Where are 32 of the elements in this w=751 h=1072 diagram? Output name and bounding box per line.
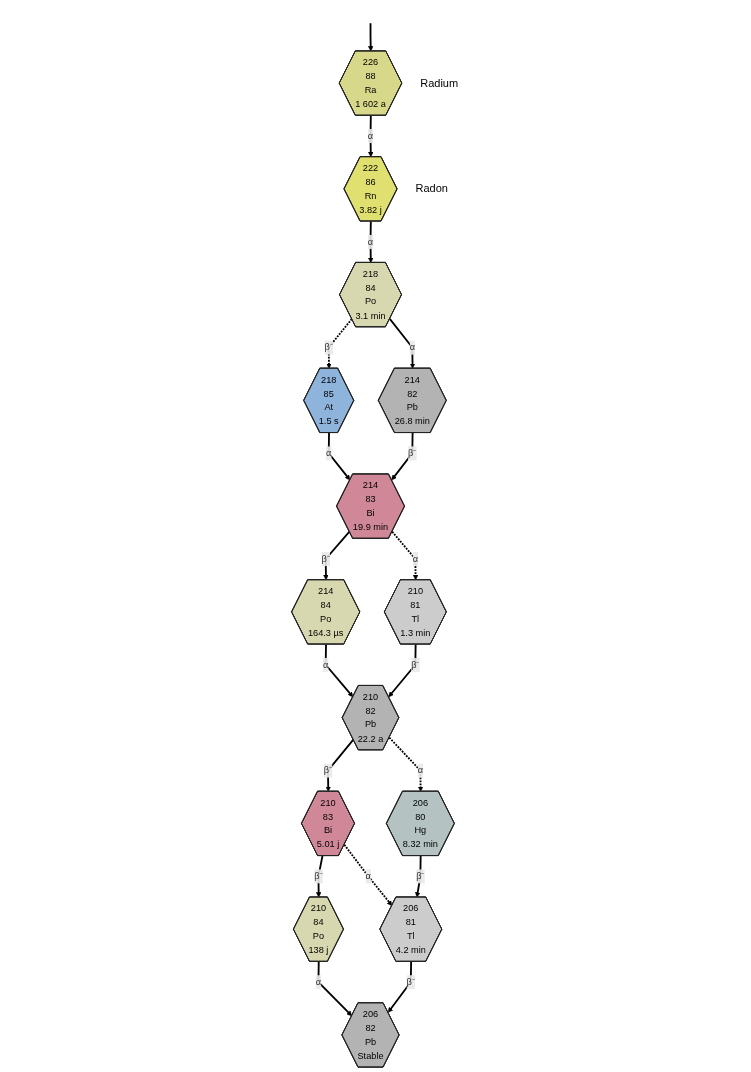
edge-label: β⁻: [323, 764, 333, 776]
edge-label: β⁻: [321, 553, 330, 564]
element-name: Radium: [420, 76, 459, 89]
edge-label: α: [323, 659, 329, 670]
arrow: [343, 843, 393, 906]
edge-label: α: [412, 553, 418, 564]
edge-label: β⁻: [408, 447, 417, 458]
edge-label: β⁻: [411, 659, 420, 670]
element-name: Radon: [415, 182, 448, 195]
arrow: [327, 431, 351, 481]
arrow: [323, 530, 351, 581]
arrow: [368, 220, 374, 263]
edge-label: α: [409, 341, 415, 353]
edge-label: β⁻: [314, 870, 323, 882]
edge-label: β⁻: [406, 976, 415, 987]
edge-label: α: [417, 764, 424, 776]
edge-label: α: [326, 447, 332, 458]
arrow: [388, 318, 416, 369]
edge-label: α: [367, 236, 374, 247]
arrow: [368, 22, 374, 52]
arrow: [391, 530, 419, 581]
edge-label: β⁻: [416, 870, 425, 882]
edge-label: α: [367, 130, 374, 141]
arrow: [324, 643, 354, 698]
edge-label: α: [365, 870, 371, 882]
edge-label: β⁻: [324, 341, 333, 353]
arrow: [325, 738, 355, 792]
arrow: [317, 960, 353, 1017]
arrow: [368, 114, 374, 158]
arrow: [326, 318, 353, 369]
arrow: [388, 736, 424, 792]
edge-label: α: [315, 976, 322, 987]
